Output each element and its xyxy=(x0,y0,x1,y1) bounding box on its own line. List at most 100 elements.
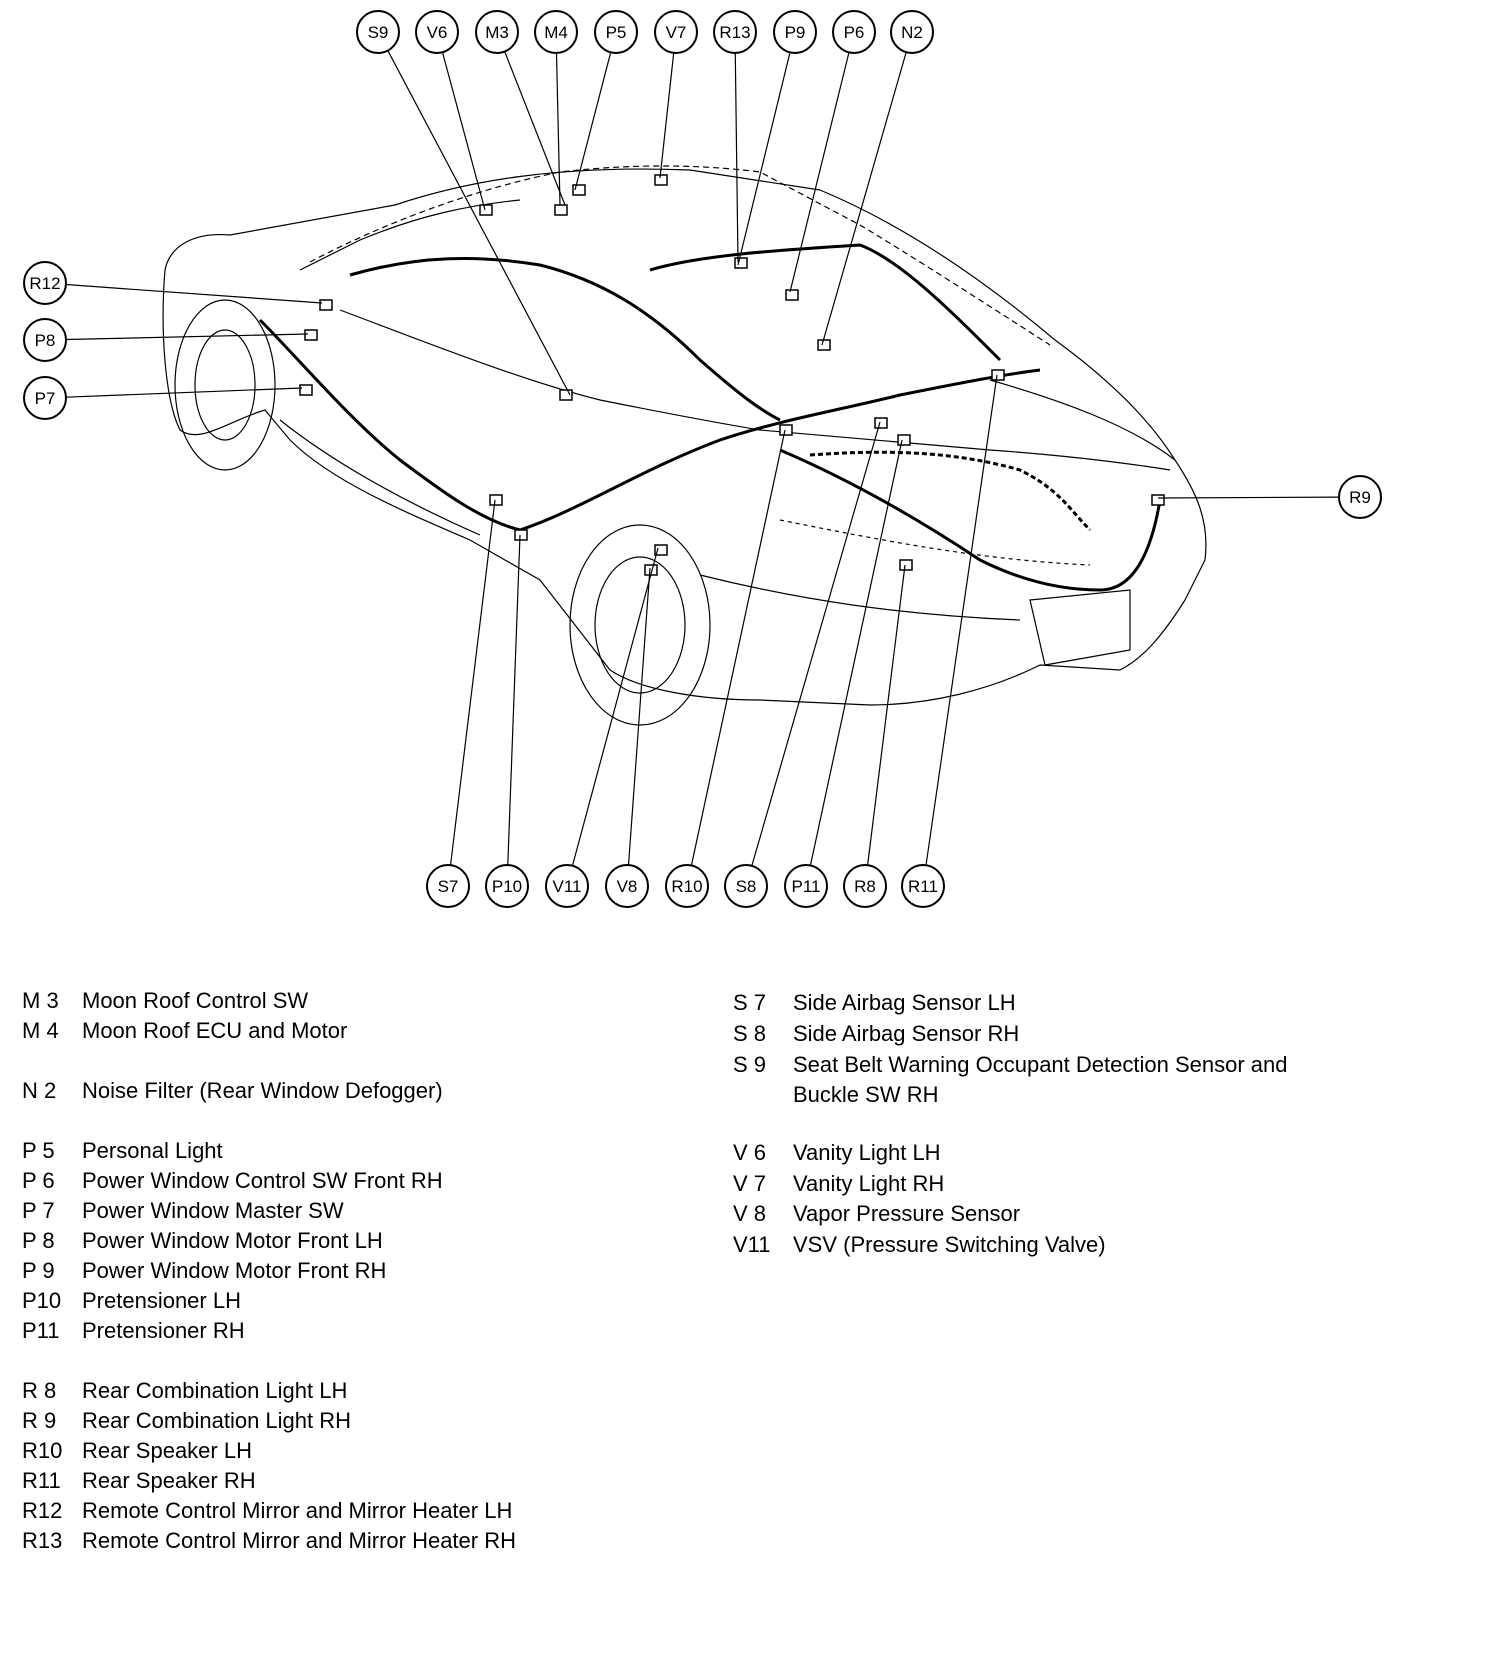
callout-r12: R12 xyxy=(23,261,67,305)
callout-p11: P11 xyxy=(784,864,828,908)
callout-p5: P5 xyxy=(594,10,638,54)
callout-circle xyxy=(23,376,67,420)
leader-line xyxy=(504,51,566,206)
connectors xyxy=(299,174,1165,576)
legend-text: Moon Roof Control SW xyxy=(82,988,309,1013)
callout-v8: V8 xyxy=(605,864,649,908)
callout-circle xyxy=(724,864,768,908)
callout-label: P10 xyxy=(492,877,522,896)
callout-label: M3 xyxy=(485,23,509,42)
callout-label: N2 xyxy=(901,23,923,42)
callout-circle xyxy=(485,864,529,908)
connector xyxy=(554,204,568,216)
car-roof xyxy=(309,165,1051,346)
rear-wheel xyxy=(569,524,711,726)
legend-code: R 9 xyxy=(22,1408,57,1433)
legend-text: Power Window Control SW Front RH xyxy=(82,1168,443,1193)
connector xyxy=(899,559,913,571)
legend-code: P 8 xyxy=(22,1228,55,1253)
callout-circle xyxy=(23,261,67,305)
legend-text: Buckle SW RH xyxy=(793,1082,939,1107)
callout-s8: S8 xyxy=(724,864,768,908)
connector xyxy=(991,369,1005,381)
callout-circle xyxy=(901,864,945,908)
connector xyxy=(654,174,668,186)
car-bumper xyxy=(1029,589,1131,666)
harness-floor-left xyxy=(258,318,521,532)
connector xyxy=(572,184,586,196)
callout-label: R11 xyxy=(908,877,938,896)
legend-text: Rear Speaker LH xyxy=(82,1438,252,1463)
legend-text: Remote Control Mirror and Mirror Heater … xyxy=(82,1528,516,1553)
leader-line xyxy=(789,52,850,293)
leader-line xyxy=(751,421,881,866)
callout-r13: R13 xyxy=(713,10,757,54)
legend-code: R13 xyxy=(22,1528,63,1553)
callout-circle xyxy=(843,864,887,908)
legend-text: Remote Control Mirror and Mirror Heater … xyxy=(82,1498,513,1523)
harness-right-door xyxy=(649,243,1002,362)
legend-code: V 7 xyxy=(733,1171,767,1196)
legend-code: R11 xyxy=(22,1468,61,1493)
leader-line xyxy=(441,52,486,211)
legend-code: P 7 xyxy=(22,1198,55,1223)
legend-code: V 8 xyxy=(733,1201,767,1226)
callout-circle xyxy=(545,864,589,908)
legend-text: Vanity Light RH xyxy=(793,1171,945,1196)
callout-circle xyxy=(654,10,698,54)
harness-roof xyxy=(349,256,781,422)
legend-text: Rear Combination Light LH xyxy=(82,1378,348,1403)
callout-label: S9 xyxy=(368,23,389,42)
leader-line xyxy=(821,52,907,346)
connector xyxy=(817,339,831,351)
legend-text: Side Airbag Sensor RH xyxy=(793,1021,1020,1046)
leader-line xyxy=(734,52,739,263)
callout-circle xyxy=(426,864,470,908)
callout-label: V6 xyxy=(427,23,448,42)
legend-code: S 7 xyxy=(733,990,767,1015)
leader-line xyxy=(387,50,571,396)
legend-code: N 2 xyxy=(22,1078,57,1103)
leader-line xyxy=(737,52,791,266)
callout-label: P6 xyxy=(844,23,865,42)
leader-line xyxy=(449,499,496,866)
callout-circle xyxy=(23,318,67,362)
legend-text: Seat Belt Warning Occupant Detection Sen… xyxy=(793,1052,1288,1077)
leader-line xyxy=(574,52,612,191)
legend-code: R 8 xyxy=(22,1378,57,1403)
callout-label: R10 xyxy=(671,877,702,896)
legend-code: R10 xyxy=(22,1438,63,1463)
legend-text: Noise Filter (Rear Window Defogger) xyxy=(82,1078,443,1103)
car-beltline xyxy=(339,309,1171,471)
leader-line xyxy=(65,283,323,304)
legend-text: Personal Light xyxy=(82,1138,223,1163)
legend-text: Power Window Motor Front RH xyxy=(82,1258,387,1283)
legend-code: M 4 xyxy=(22,1018,59,1043)
leader-line xyxy=(1157,496,1340,499)
callout-p6: P6 xyxy=(832,10,876,54)
connector xyxy=(779,424,793,436)
legend-code: P10 xyxy=(22,1288,62,1313)
leader-line xyxy=(65,333,309,341)
leader-line xyxy=(507,534,521,866)
callout-v7: V7 xyxy=(654,10,698,54)
callout-label: S7 xyxy=(438,877,459,896)
leader-lines xyxy=(65,50,1340,866)
callout-m4: M4 xyxy=(534,10,578,54)
callout-label: R13 xyxy=(719,23,750,42)
callout-circle xyxy=(534,10,578,54)
callout-p8: P8 xyxy=(23,318,67,362)
car-rear-deck xyxy=(989,379,1176,461)
leader-line xyxy=(809,439,903,866)
leader-line xyxy=(867,564,906,866)
callout-circle xyxy=(773,10,817,54)
connector xyxy=(479,204,493,216)
leader-line xyxy=(555,52,561,206)
connector xyxy=(734,257,748,269)
callout-circle xyxy=(605,864,649,908)
callout-r9: R9 xyxy=(1338,475,1382,519)
car-rocker xyxy=(279,419,481,536)
harness-rear xyxy=(779,448,1162,592)
front-wheel xyxy=(174,299,276,471)
car-body xyxy=(162,168,1207,706)
